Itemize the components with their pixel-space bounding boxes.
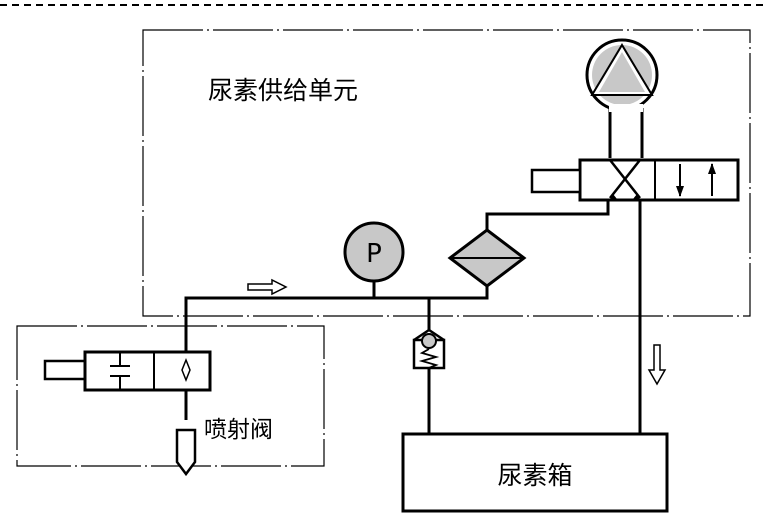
check-valve-icon: [412, 328, 446, 370]
injector-label: 喷射阀: [204, 417, 273, 443]
supply-unit-boundary: [142, 29, 751, 317]
pressure-gauge-label: P: [366, 239, 382, 269]
filter-icon: [447, 228, 527, 288]
pipes: [184, 108, 644, 434]
urea-tank: 尿素箱: [401, 432, 669, 513]
pressure-gauge-icon: P: [343, 221, 405, 283]
injector-boundary: [16, 325, 325, 467]
injector-valve-icon: [43, 350, 212, 477]
tank-label: 尿素箱: [497, 461, 572, 490]
pump-icon: [585, 38, 659, 112]
supply-unit-label: 尿素供给单元: [208, 76, 358, 105]
reversing-valve-icon: [530, 158, 740, 202]
flow-arrow-icon: [247, 278, 667, 386]
